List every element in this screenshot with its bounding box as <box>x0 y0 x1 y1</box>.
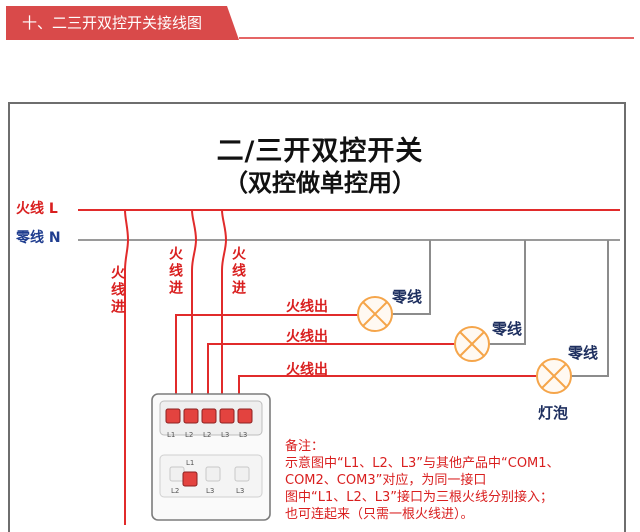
notes-heading: 备注： <box>285 439 325 454</box>
output-wire-1 <box>175 314 358 398</box>
lamp-3 <box>536 358 572 394</box>
diagram-title: 二/三开双控开关 <box>216 136 424 167</box>
bulb-label: 灯泡 <box>538 404 569 422</box>
lamp-1 <box>357 296 393 332</box>
neutral-drop-1 <box>392 240 431 315</box>
switch-top-label-5: L3 <box>239 431 247 439</box>
lamp-neutral-label-2: 零线 <box>492 320 523 338</box>
middle-live-input-1-wire <box>191 209 198 398</box>
header-rule <box>239 37 634 39</box>
lamp-2 <box>454 326 490 362</box>
output-label-1: 火线出 <box>286 299 328 315</box>
notes-line-1: 示意图中“L1、L2、L3”与其他产品中“COM1、 <box>285 456 560 471</box>
live-wire-label: 火线 L <box>16 201 58 217</box>
terminal-row-top <box>165 408 253 424</box>
neutral-drop-2 <box>487 240 526 345</box>
notes-line-3: 图中“L1、L2、L3”接口为三根火线分别接入； <box>285 490 554 505</box>
notes-line-4: 也可连起来（只需一根火线进）。 <box>285 507 474 522</box>
output-wire-2 <box>207 343 455 398</box>
switch-bottom-label-2: L2 <box>171 487 179 495</box>
header-bar: 十、二三开双控开关接线图 <box>6 6 634 44</box>
terminal-row-bottom <box>169 466 250 487</box>
output-label-2: 火线出 <box>286 329 328 345</box>
middle-live-input-1-label: 火线进 <box>167 246 183 297</box>
switch-top-label-1: L1 <box>167 431 175 439</box>
left-live-input-wire <box>124 209 130 525</box>
diagram-subtitle: （双控做单控用） <box>224 169 416 197</box>
middle-live-input-2-label: 火线进 <box>230 246 246 297</box>
output-label-3: 火线出 <box>286 362 328 378</box>
output-wire-3 <box>238 375 537 398</box>
header-tab <box>6 6 239 40</box>
middle-live-input-2-wire <box>221 209 228 398</box>
switch-top-label-4: L3 <box>221 431 229 439</box>
switch-bottom-label-4: L3 <box>236 487 244 495</box>
notes-line-2: COM2、COM3”对应，为同一接口 <box>285 473 487 488</box>
switch-module: L1 L2 L2 L3 L3 L1 L2 L3 L3 <box>151 393 271 521</box>
switch-bottom-label-1: L1 <box>186 459 194 467</box>
page-title: 十、二三开双控开关接线图 <box>22 14 203 32</box>
switch-bottom-label-3: L3 <box>206 487 214 495</box>
switch-top-label-2: L2 <box>185 431 193 439</box>
switch-top-label-3: L2 <box>203 431 211 439</box>
lamp-neutral-label-3: 零线 <box>568 344 599 362</box>
notes-box: 备注： 示意图中“L1、L2、L3”与其他产品中“COM1、 COM2、COM3… <box>285 438 620 523</box>
diagram-frame <box>8 102 626 532</box>
neutral-drop-3 <box>570 240 609 377</box>
lamp-neutral-label-1: 零线 <box>392 288 423 306</box>
left-live-input-label: 火线进 <box>109 265 125 316</box>
neutral-wire-label: 零线 N <box>16 230 61 246</box>
